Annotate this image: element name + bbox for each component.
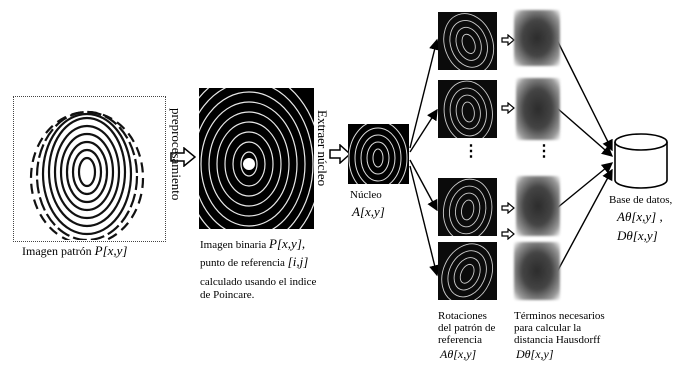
core-symbol: A[x,y] [352,204,385,219]
hollow-arrow-icon [170,147,196,167]
ellipsis-dots: ⋮ [536,143,552,160]
input-caption: Imagen patrón P[x,y] [22,243,128,258]
core-title: Núcleo [350,189,382,201]
reference-point [243,158,255,170]
ellipsis-dots: ⋮ [463,143,479,160]
hollow-arrow-icon [501,34,515,46]
database-line3: Dθ[x,y] [617,228,658,243]
binary-caption-line3: calculado usando el indice [200,276,317,288]
hausdorff-term-tile [516,176,560,236]
hollow-arrow-icon [501,102,515,114]
rotation-tile [438,80,497,144]
binary-image [199,88,314,229]
rotations-symbol: Aθ[x,y] [440,347,477,361]
hollow-arrow-icon [501,202,515,214]
terms-line2: para calcular la [514,322,582,334]
core-image [348,124,409,184]
terms-symbol: Dθ[x,y] [516,347,554,361]
hausdorff-term-tile [514,10,560,66]
hollow-arrow-icon [329,144,351,164]
database-line1: Base de datos, [609,194,673,206]
fingerprint-icon [29,110,145,240]
rotation-tile [438,242,497,305]
binary-caption-line1: Imagen binaria P[x,y], [200,236,306,251]
rotations-line2: del patrón de [438,322,496,334]
hausdorff-term-tile [516,78,560,140]
rotation-tile [438,12,497,75]
input-image-frame [13,96,166,242]
terms-line1: Términos necesarios [514,310,605,322]
rotations-line3: referencia [438,334,482,346]
hollow-arrow-icon [501,228,515,240]
rotation-tile [438,178,497,242]
database-icon [614,133,668,189]
binary-caption-line4: de Poincare. [200,289,255,301]
hausdorff-term-tile [514,242,560,300]
binary-caption-line2: punto de referencia [i,j] [200,254,309,269]
terms-line3: distancia Hausdorff [514,334,601,346]
rotations-line1: Rotaciones [438,310,487,322]
database-line2: Aθ[x,y] , [617,209,663,224]
